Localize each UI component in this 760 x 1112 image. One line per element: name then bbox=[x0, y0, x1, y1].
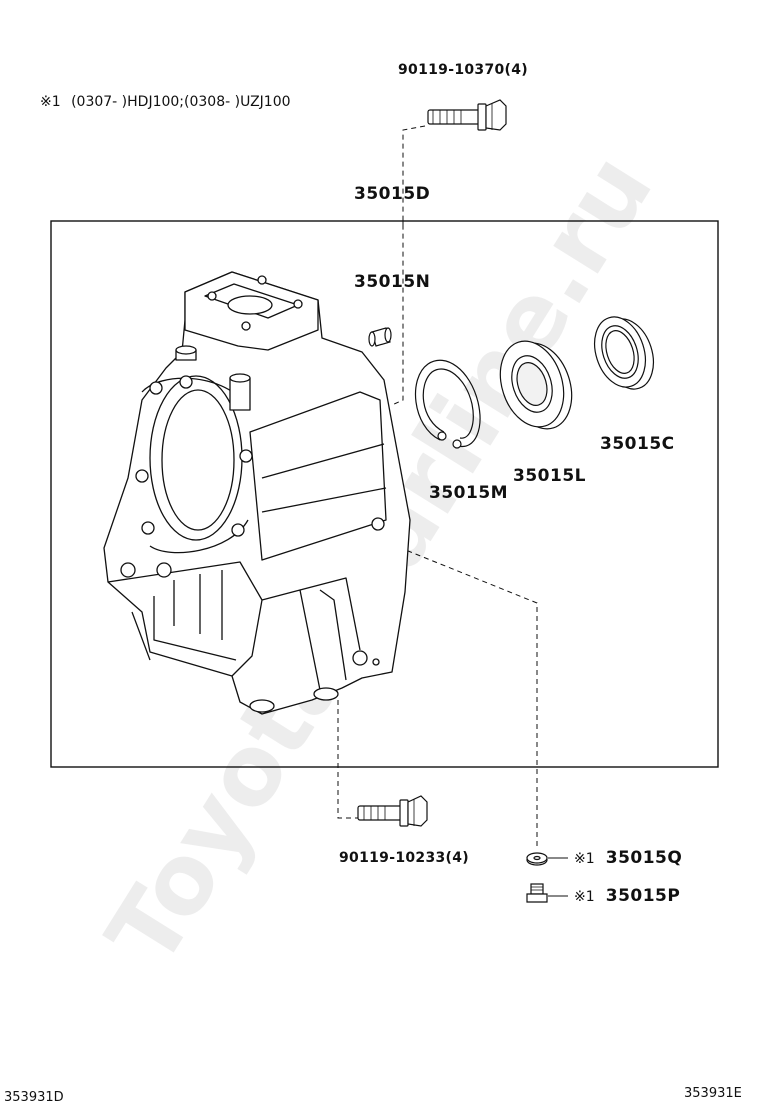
part-label-assembly[interactable]: 35015D bbox=[354, 184, 431, 204]
pin-drawing bbox=[368, 327, 392, 347]
washer-drawing bbox=[526, 852, 548, 866]
part-label-bottom-bolt[interactable]: 90119-10233(4) bbox=[339, 850, 469, 866]
plug-marker: ※1 bbox=[574, 889, 595, 905]
bearing-drawing bbox=[499, 340, 573, 430]
leader-top-bolt bbox=[391, 125, 426, 406]
illustration-code-left: 353931D bbox=[4, 1090, 64, 1105]
bottom-bolt-drawing bbox=[357, 795, 428, 827]
leader-bottom-bolt bbox=[337, 700, 360, 819]
part-label-oil-seal[interactable]: 35015C bbox=[600, 434, 675, 454]
illustration-code-right: 353931E bbox=[684, 1086, 742, 1101]
washer-number: 35015Q bbox=[605, 848, 683, 868]
part-label-pin[interactable]: 35015N bbox=[354, 272, 431, 292]
washer-marker: ※1 bbox=[574, 851, 595, 867]
part-label-bearing[interactable]: 35015L bbox=[513, 466, 586, 486]
oil-seal-drawing bbox=[594, 316, 654, 390]
snap-ring-drawing bbox=[415, 359, 481, 449]
note-marker: ※1 bbox=[40, 94, 61, 110]
part-label-washer[interactable]: ※1 35015Q bbox=[574, 848, 682, 868]
plug-drawing bbox=[526, 883, 548, 903]
part-label-snap-ring[interactable]: 35015M bbox=[429, 483, 509, 503]
top-bolt-drawing bbox=[427, 99, 507, 131]
part-label-top-bolt[interactable]: 90119-10370(4) bbox=[398, 62, 528, 78]
applicability-note: ※1 (0307- )HDJ100;(0308- )UZJ100 bbox=[40, 94, 291, 110]
plug-number: 35015P bbox=[605, 886, 681, 906]
part-label-plug[interactable]: ※1 35015P bbox=[574, 886, 680, 906]
assembly-frame bbox=[50, 220, 719, 768]
housing-drawing bbox=[103, 271, 411, 715]
note-text: (0307- )HDJ100;(0308- )UZJ100 bbox=[71, 94, 291, 110]
